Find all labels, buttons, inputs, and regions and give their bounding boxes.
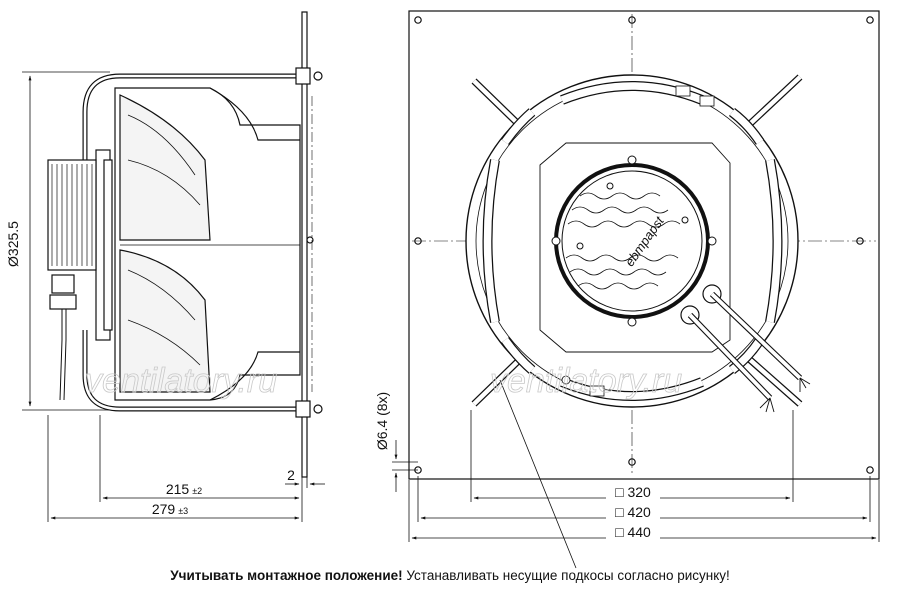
depth-279-label: 279±3 — [152, 501, 188, 517]
mounting-hole — [414, 16, 422, 24]
label-plate — [699, 95, 715, 107]
mounting-hole — [866, 466, 874, 474]
depth-215-label: 215±2 — [166, 481, 202, 497]
front-cooling-fins — [565, 192, 681, 290]
gap-2-label: 2 — [287, 467, 295, 483]
square-320-label: □ 320 — [615, 484, 651, 500]
side-mounting-plate — [301, 11, 308, 478]
front-electronics-disc — [554, 163, 710, 319]
front-cable-glands — [680, 284, 811, 413]
side-cable — [59, 309, 63, 401]
square-440-label: □ 440 — [615, 524, 651, 540]
diameter-label: Ø325.5 — [5, 221, 21, 267]
label-plate — [675, 85, 691, 97]
front-screws — [551, 155, 717, 327]
hole-diameter-label: Ø6.4 (8x) — [374, 392, 390, 450]
mounting-note: Учитывать монтажное положение! Устанавли… — [0, 568, 900, 583]
mounting-note-text: Устанавливать несущие подкосы согласно р… — [402, 568, 730, 583]
side-view — [47, 11, 323, 478]
side-impeller-blade — [119, 94, 211, 241]
watermark: ventilatory.ru — [85, 362, 277, 400]
side-dimensions — [22, 71, 325, 522]
label-plate — [589, 385, 605, 397]
front-view — [408, 10, 880, 569]
square-420-label: □ 420 — [615, 504, 651, 520]
side-cable-gland — [51, 274, 75, 294]
side-impeller-blade — [119, 249, 211, 393]
mounting-hole — [866, 16, 874, 24]
side-motor-fins — [51, 164, 93, 266]
watermark: ventilatory.ru — [490, 362, 682, 400]
ring-slots — [482, 81, 783, 401]
mounting-note-bold: Учитывать монтажное положение! — [170, 568, 403, 583]
